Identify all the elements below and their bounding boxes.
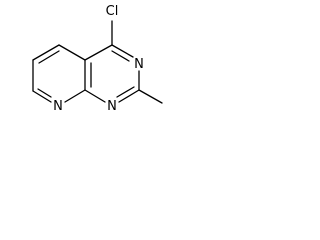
atom-label-chlorine: Cl [106,4,119,19]
bond-c5-c4a [58,44,86,61]
bond-c2-n1 [118,89,140,103]
bond-n8-c7 [32,90,52,103]
atom-labels: Cl N N N [53,4,144,114]
bond-c8a-n8 [64,89,86,103]
atom-label-nitrogen-1: N [107,99,117,114]
bond-c6-c5-double [38,50,60,64]
chemical-structure-diagram: Cl N N N [32,4,163,114]
bond-c2-n1-double [116,86,135,98]
bond-n1-c8a [84,89,106,103]
bond-c2-methyl [138,89,163,104]
bond-n8-c7-double [37,88,52,98]
bond-c4-n3 [111,44,134,58]
atom-label-nitrogen-3: N [134,57,144,72]
bonds [32,20,163,104]
atom-label-nitrogen-8: N [53,99,63,114]
bond-c4-c4a [84,44,113,61]
bond-c4-n3-double [111,50,130,62]
bond-c6-c5 [32,44,60,61]
